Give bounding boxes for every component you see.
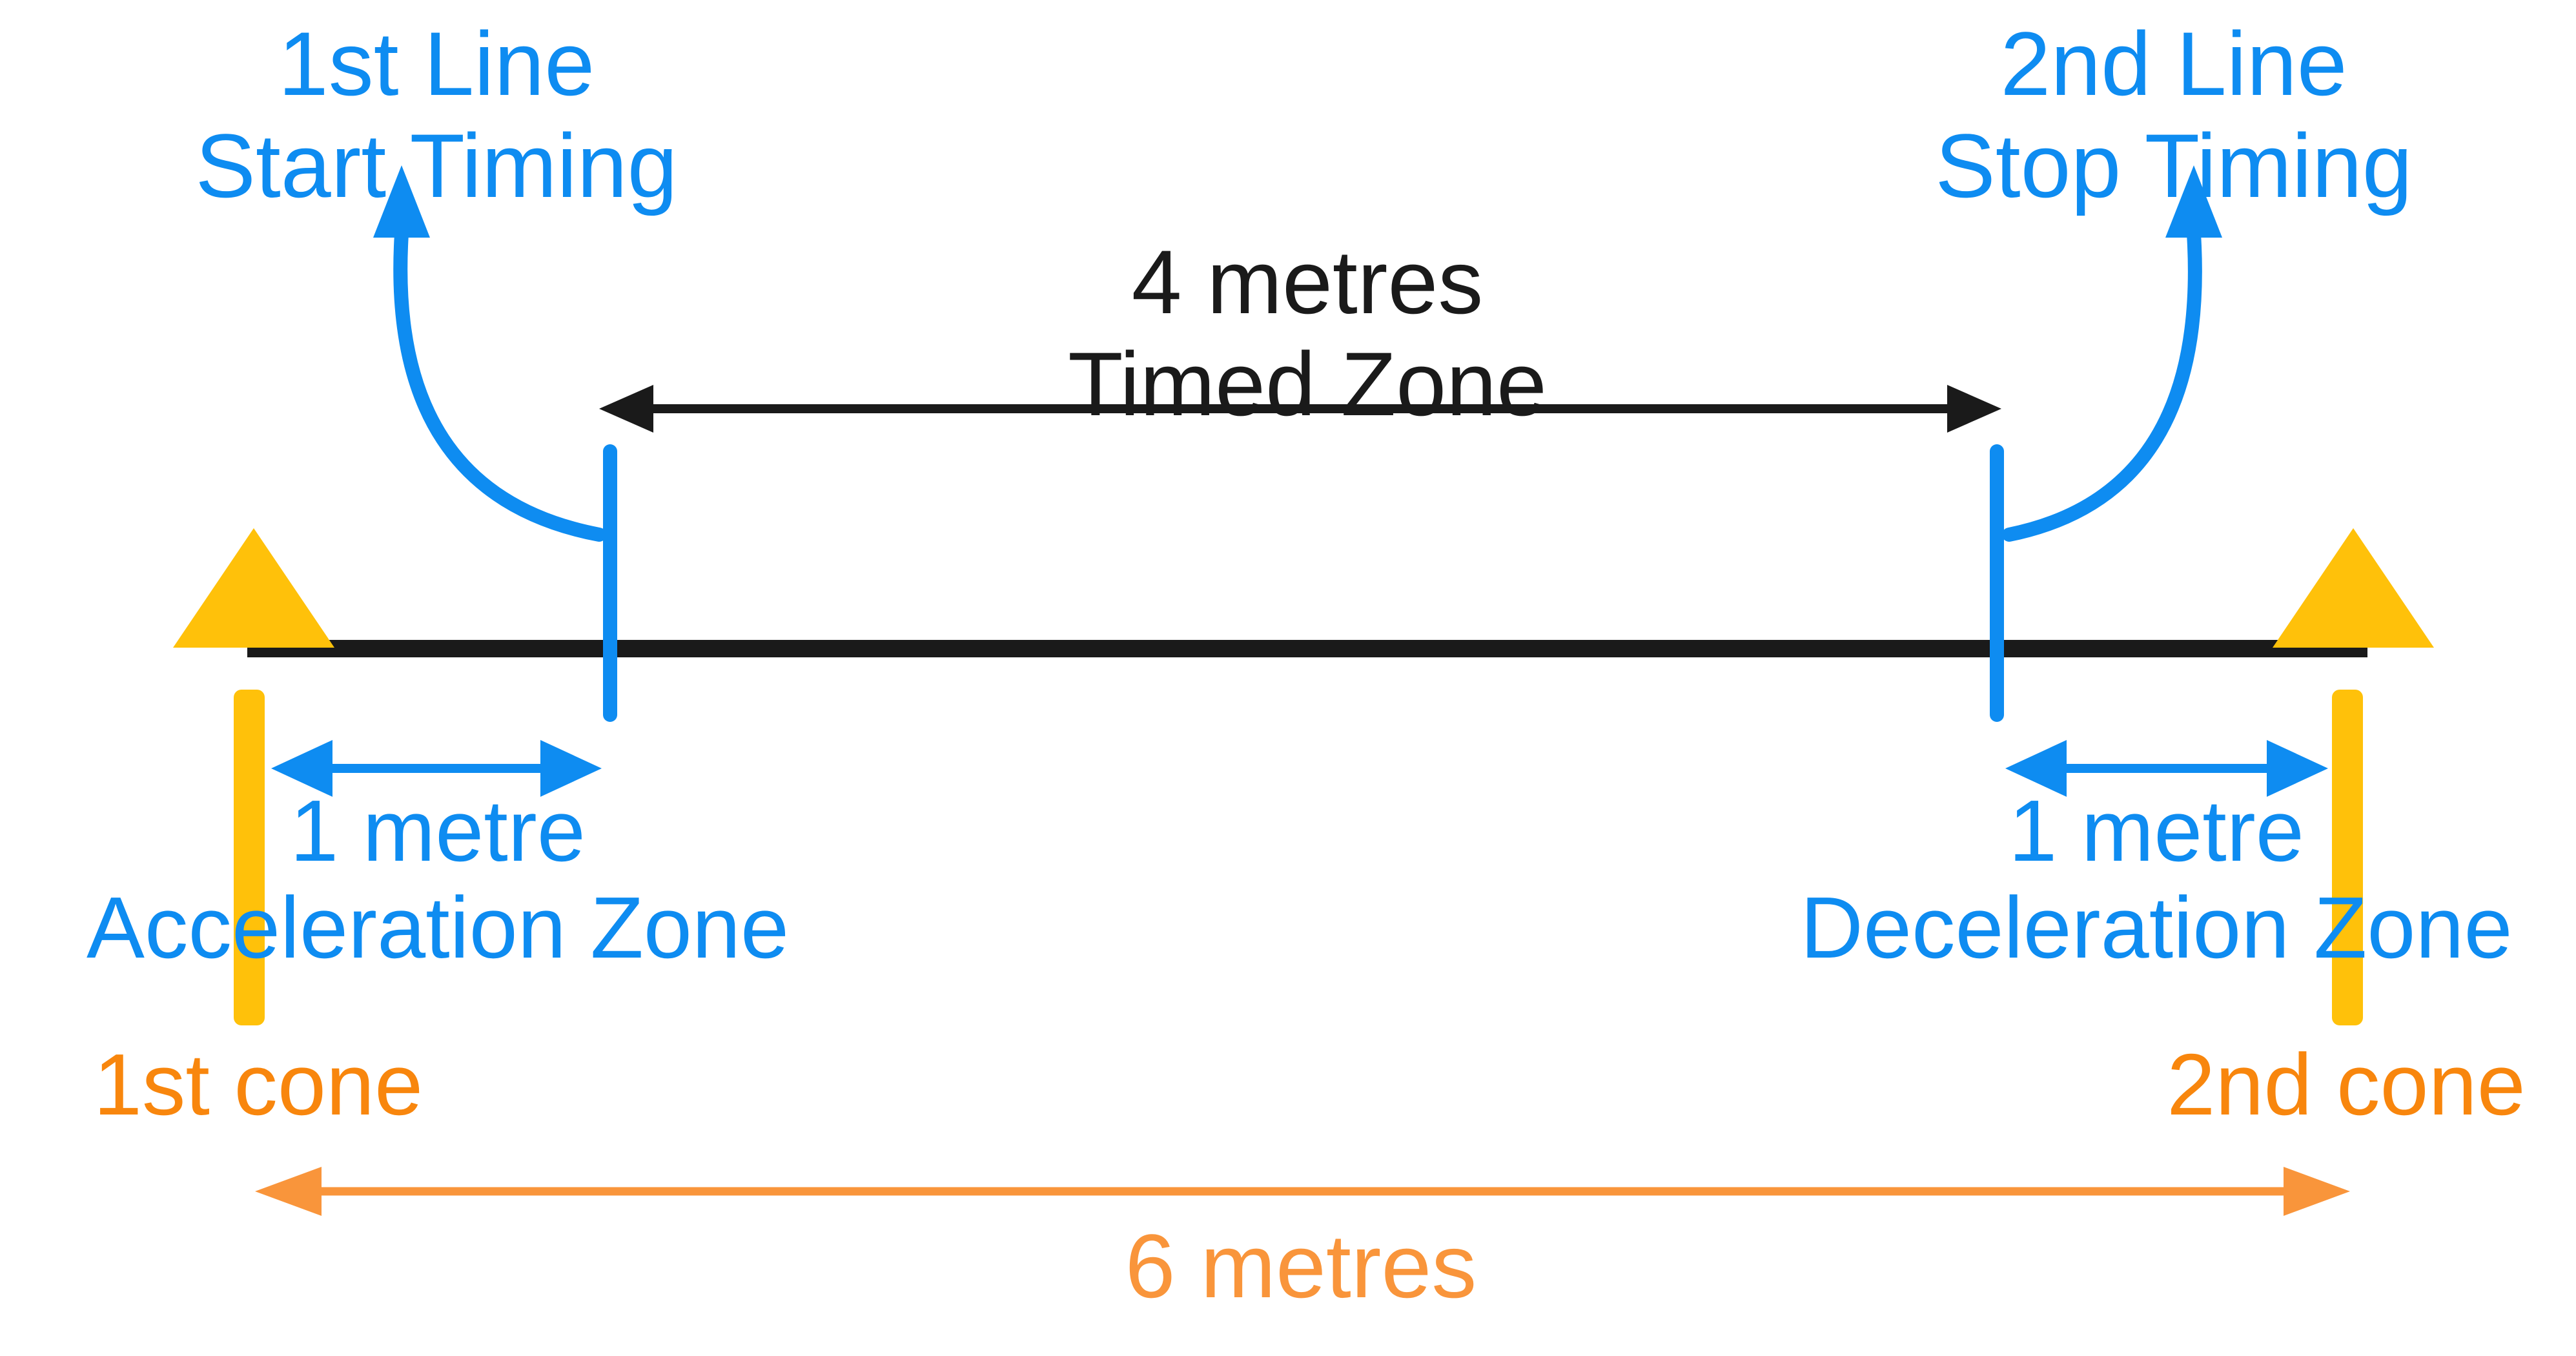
deceleration-zone-label-line1: 1 metre <box>2009 782 2304 879</box>
first-cone-label: 1st cone <box>93 1036 424 1133</box>
stop-line-label-line2: Stop Timing <box>1935 115 2413 216</box>
stop-line-label-line1: 2nd Line <box>2000 13 2347 114</box>
timed-zone-arrow-right-head-icon <box>1947 385 2001 433</box>
timed-zone-label: 4 metres Timed Zone <box>1068 231 1547 435</box>
deceleration-zone-label: 1 metre Deceleration Zone <box>1800 783 2512 976</box>
curved-arrow-start-head-icon <box>373 165 430 238</box>
second-cone-bar <box>2332 690 2363 1025</box>
stop-timing-line <box>1990 444 2004 722</box>
acceleration-zone-label: 1 metre Acceleration Zone <box>87 783 789 976</box>
second-cone-label: 2nd cone <box>2167 1036 2526 1133</box>
acceleration-zone-label-line2: Acceleration Zone <box>86 879 790 976</box>
curved-arrow-stop-head-icon <box>2165 165 2222 238</box>
timed-zone-arrow-left-head-icon <box>599 385 653 433</box>
ground-line <box>247 640 2367 657</box>
timed-zone-label-line2: Timed Zone <box>1068 333 1547 435</box>
curved-arrow-start-icon <box>393 227 606 542</box>
total-distance-arrow-left-head-icon <box>255 1167 322 1216</box>
acceleration-arrow-right-head-icon <box>540 740 602 797</box>
acceleration-zone-label-line1: 1 metre <box>290 782 586 879</box>
deceleration-zone-label-line2: Deceleration Zone <box>1800 879 2513 976</box>
timed-zone-label-line1: 4 metres <box>1131 231 1484 333</box>
start-line-label: 1st Line Start Timing <box>196 13 678 217</box>
start-line-label-line1: 1st Line <box>278 13 595 114</box>
second-cone-icon <box>2273 528 2434 648</box>
deceleration-arrow-left-head-icon <box>2005 740 2067 797</box>
start-line-label-line2: Start Timing <box>195 115 678 216</box>
total-distance-arrow-right-head-icon <box>2284 1167 2350 1216</box>
stop-line-label: 2nd Line Stop Timing <box>1935 13 2412 217</box>
first-cone-icon <box>173 528 334 648</box>
total-distance-label: 6 metres <box>1125 1215 1477 1317</box>
deceleration-arrow-right-head-icon <box>2267 740 2328 797</box>
start-timing-line <box>603 444 617 722</box>
acceleration-arrow-left-head-icon <box>271 740 332 797</box>
first-cone-bar <box>234 690 265 1025</box>
curved-arrow-stop-icon <box>2002 227 2202 542</box>
